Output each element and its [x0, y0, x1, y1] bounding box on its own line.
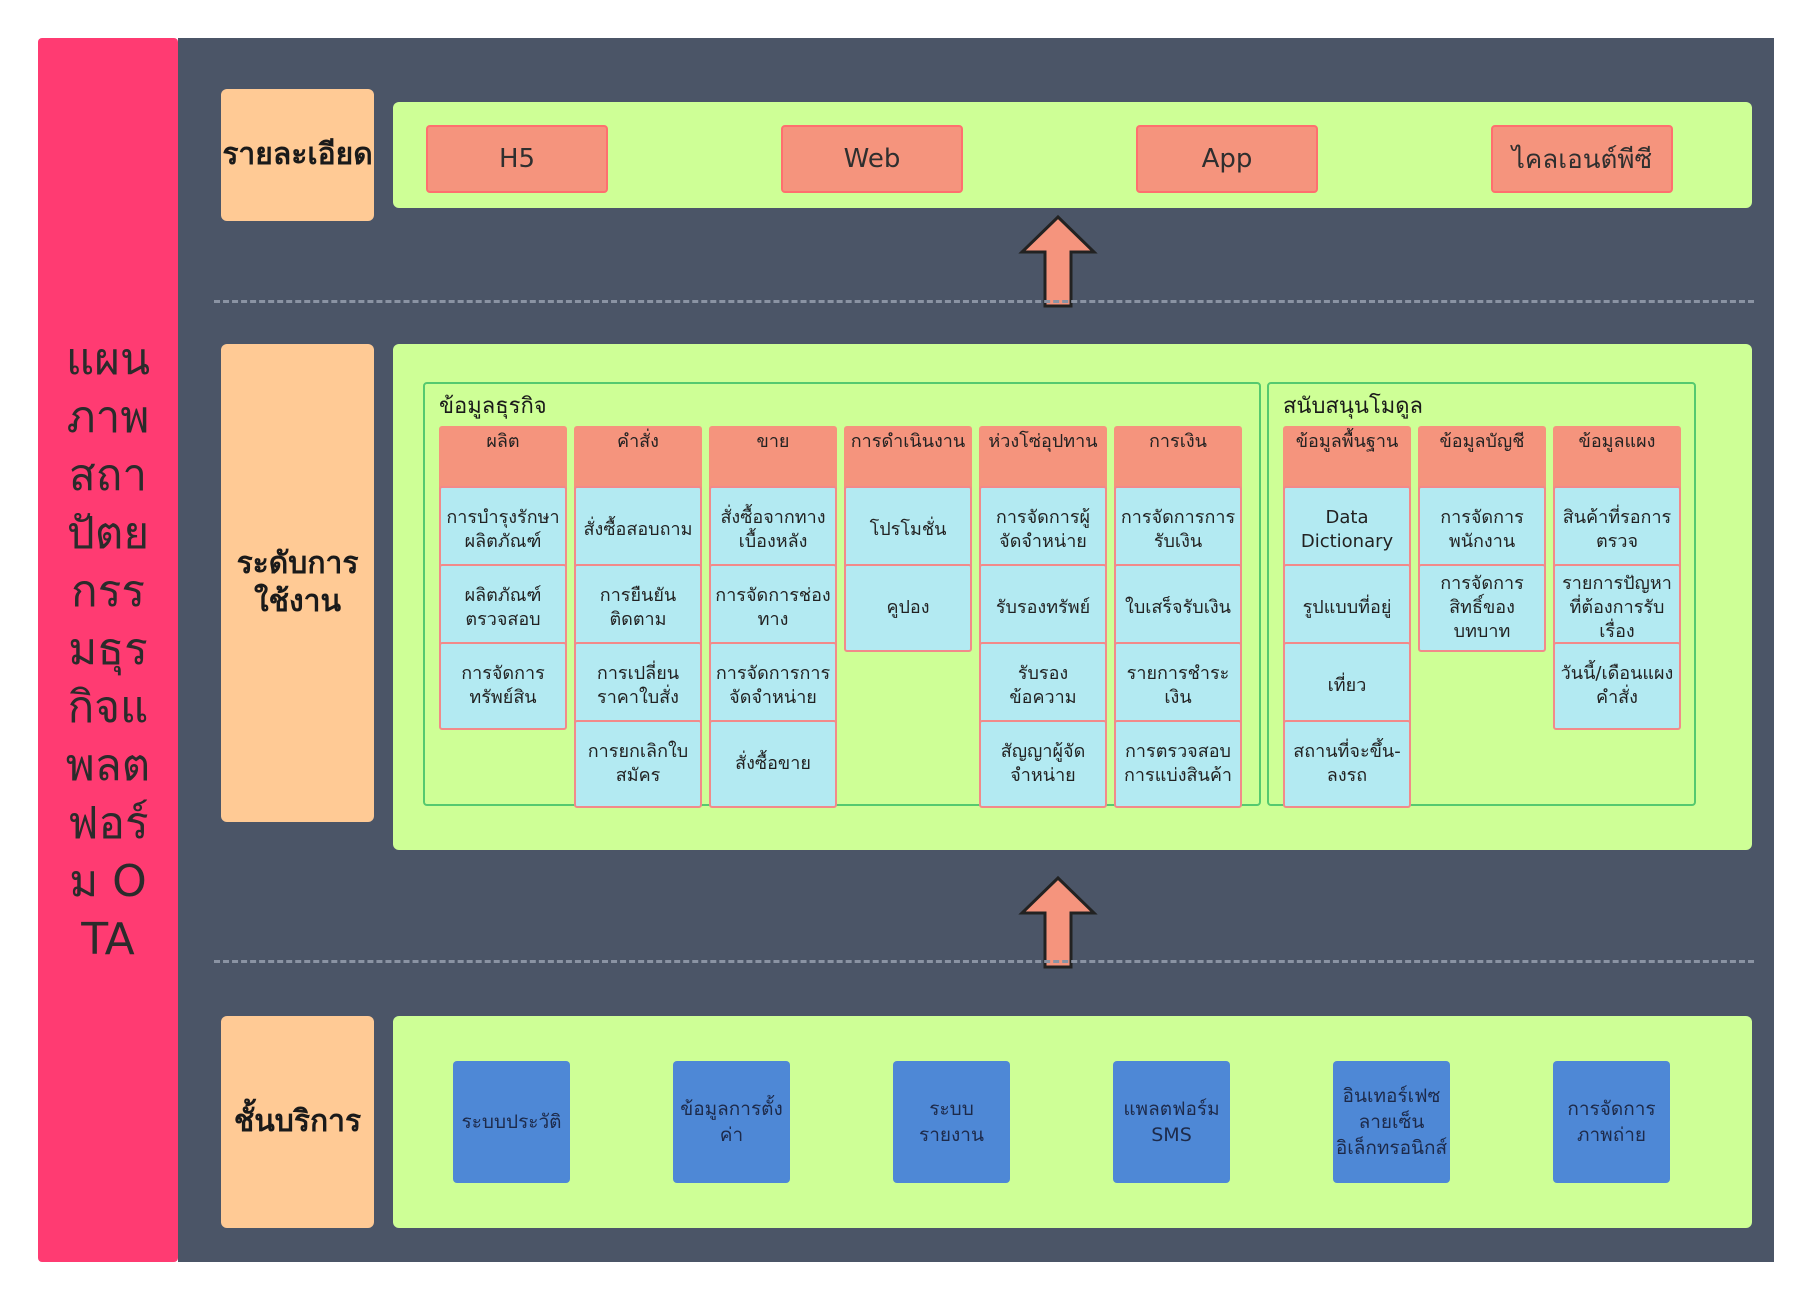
module-item[interactable]: รายการชำระเงิน: [1114, 642, 1242, 730]
module-item[interactable]: การจัดการสิทธิ์ของบทบาท: [1418, 564, 1546, 652]
module-item[interactable]: โปรโมชั่น: [844, 486, 972, 574]
module-item[interactable]: การจัดการพนักงาน: [1418, 486, 1546, 574]
layer-label-app: ระดับการใช้งาน: [221, 344, 374, 822]
service-esignature-interface[interactable]: อินเทอร์เฟซลายเซ็นอิเล็กทรอนิกส์: [1333, 1061, 1450, 1183]
layer-separator: [214, 300, 1754, 303]
service-photo-management[interactable]: การจัดการภาพถ่าย: [1553, 1061, 1670, 1183]
module-item[interactable]: การจัดการผู้จัดจำหน่าย: [979, 486, 1107, 574]
module-item[interactable]: สัญญาผู้จัดจำหน่าย: [979, 720, 1107, 808]
module-item[interactable]: การยกเลิกใบสมัคร: [574, 720, 702, 808]
layer-label-detail: รายละเอียด: [221, 89, 374, 221]
service-panel: ระบบประวัติ ข้อมูลการตั้งค่า ระบบรายงาน …: [393, 1016, 1752, 1228]
business-group: ข้อมูลธุรกิจ ผลิตการบำรุงรักษาผลิตภัณฑ์ผ…: [423, 382, 1261, 808]
module-item[interactable]: สั่งซื้อขาย: [709, 720, 837, 808]
group-title: สนับสนุนโมดูล: [1283, 394, 1424, 419]
module-item[interactable]: รับรองข้อความ: [979, 642, 1107, 730]
application-panel: ข้อมูลธุรกิจ ผลิตการบำรุงรักษาผลิตภัณฑ์ผ…: [393, 344, 1752, 850]
sidebar: แผนภาพสถาปัตยกรรมธุรกิจแพลตฟอร์ม OTA: [38, 38, 178, 1262]
module-item[interactable]: การยืนยันติดตาม: [574, 564, 702, 652]
client-web[interactable]: Web: [781, 125, 963, 193]
service-settings-data[interactable]: ข้อมูลการตั้งค่า: [673, 1061, 790, 1183]
module-item[interactable]: การจัดการการรับเงิน: [1114, 486, 1242, 574]
module-item[interactable]: วันนี้/เดือนแผงคำสั่ง: [1553, 642, 1681, 730]
client-h5[interactable]: H5: [426, 125, 608, 193]
service-report-system[interactable]: ระบบรายงาน: [893, 1061, 1010, 1183]
layer-label-service: ชั้นบริการ: [221, 1016, 374, 1228]
module-item[interactable]: รายการปัญหาที่ต้องการรับเรื่อง: [1553, 564, 1681, 652]
module-item[interactable]: คูปอง: [844, 564, 972, 652]
group-title: ข้อมูลธุรกิจ: [439, 394, 547, 419]
module-item[interactable]: การจัดการช่องทาง: [709, 564, 837, 652]
module-item[interactable]: ใบเสร็จรับเงิน: [1114, 564, 1242, 652]
module-item[interactable]: สั่งซื้อจากทางเบื้องหลัง: [709, 486, 837, 574]
module-item[interactable]: เที่ยว: [1283, 642, 1411, 730]
service-history-system[interactable]: ระบบประวัติ: [453, 1061, 570, 1183]
diagram-canvas: รายละเอียด H5 Web App ไคลเอนต์พีซี ระดับ…: [178, 38, 1774, 1262]
module-item[interactable]: สั่งซื้อสอบถาม: [574, 486, 702, 574]
module-item[interactable]: รูปแบบที่อยู่: [1283, 564, 1411, 652]
clients-panel: H5 Web App ไคลเอนต์พีซี: [393, 102, 1752, 208]
module-item[interactable]: การจัดการทรัพย์สิน: [439, 642, 567, 730]
up-arrow-icon: [1018, 875, 1098, 969]
client-app[interactable]: App: [1136, 125, 1318, 193]
module-item[interactable]: การตรวจสอบการแบ่งสินค้า: [1114, 720, 1242, 808]
up-arrow-icon: [1018, 214, 1098, 308]
module-item[interactable]: Data Dictionary: [1283, 486, 1411, 574]
client-pc[interactable]: ไคลเอนต์พีซี: [1491, 125, 1673, 193]
module-item[interactable]: การจัดการการจัดจำหน่าย: [709, 642, 837, 730]
layer-separator: [214, 960, 1754, 963]
module-item[interactable]: สินค้าที่รอการตรวจ: [1553, 486, 1681, 574]
module-item[interactable]: สถานที่จะขึ้น-ลงรถ: [1283, 720, 1411, 808]
module-item[interactable]: รับรองทรัพย์: [979, 564, 1107, 652]
module-item[interactable]: ผลิตภัณฑ์ตรวจสอบ: [439, 564, 567, 652]
module-item[interactable]: การเปลี่ยนราคาใบสั่ง: [574, 642, 702, 730]
diagram-title: แผนภาพสถาปัตยกรรมธุรกิจแพลตฟอร์ม OTA: [65, 334, 151, 965]
module-item[interactable]: การบำรุงรักษาผลิตภัณฑ์: [439, 486, 567, 574]
service-sms-platform[interactable]: แพลตฟอร์ม SMS: [1113, 1061, 1230, 1183]
